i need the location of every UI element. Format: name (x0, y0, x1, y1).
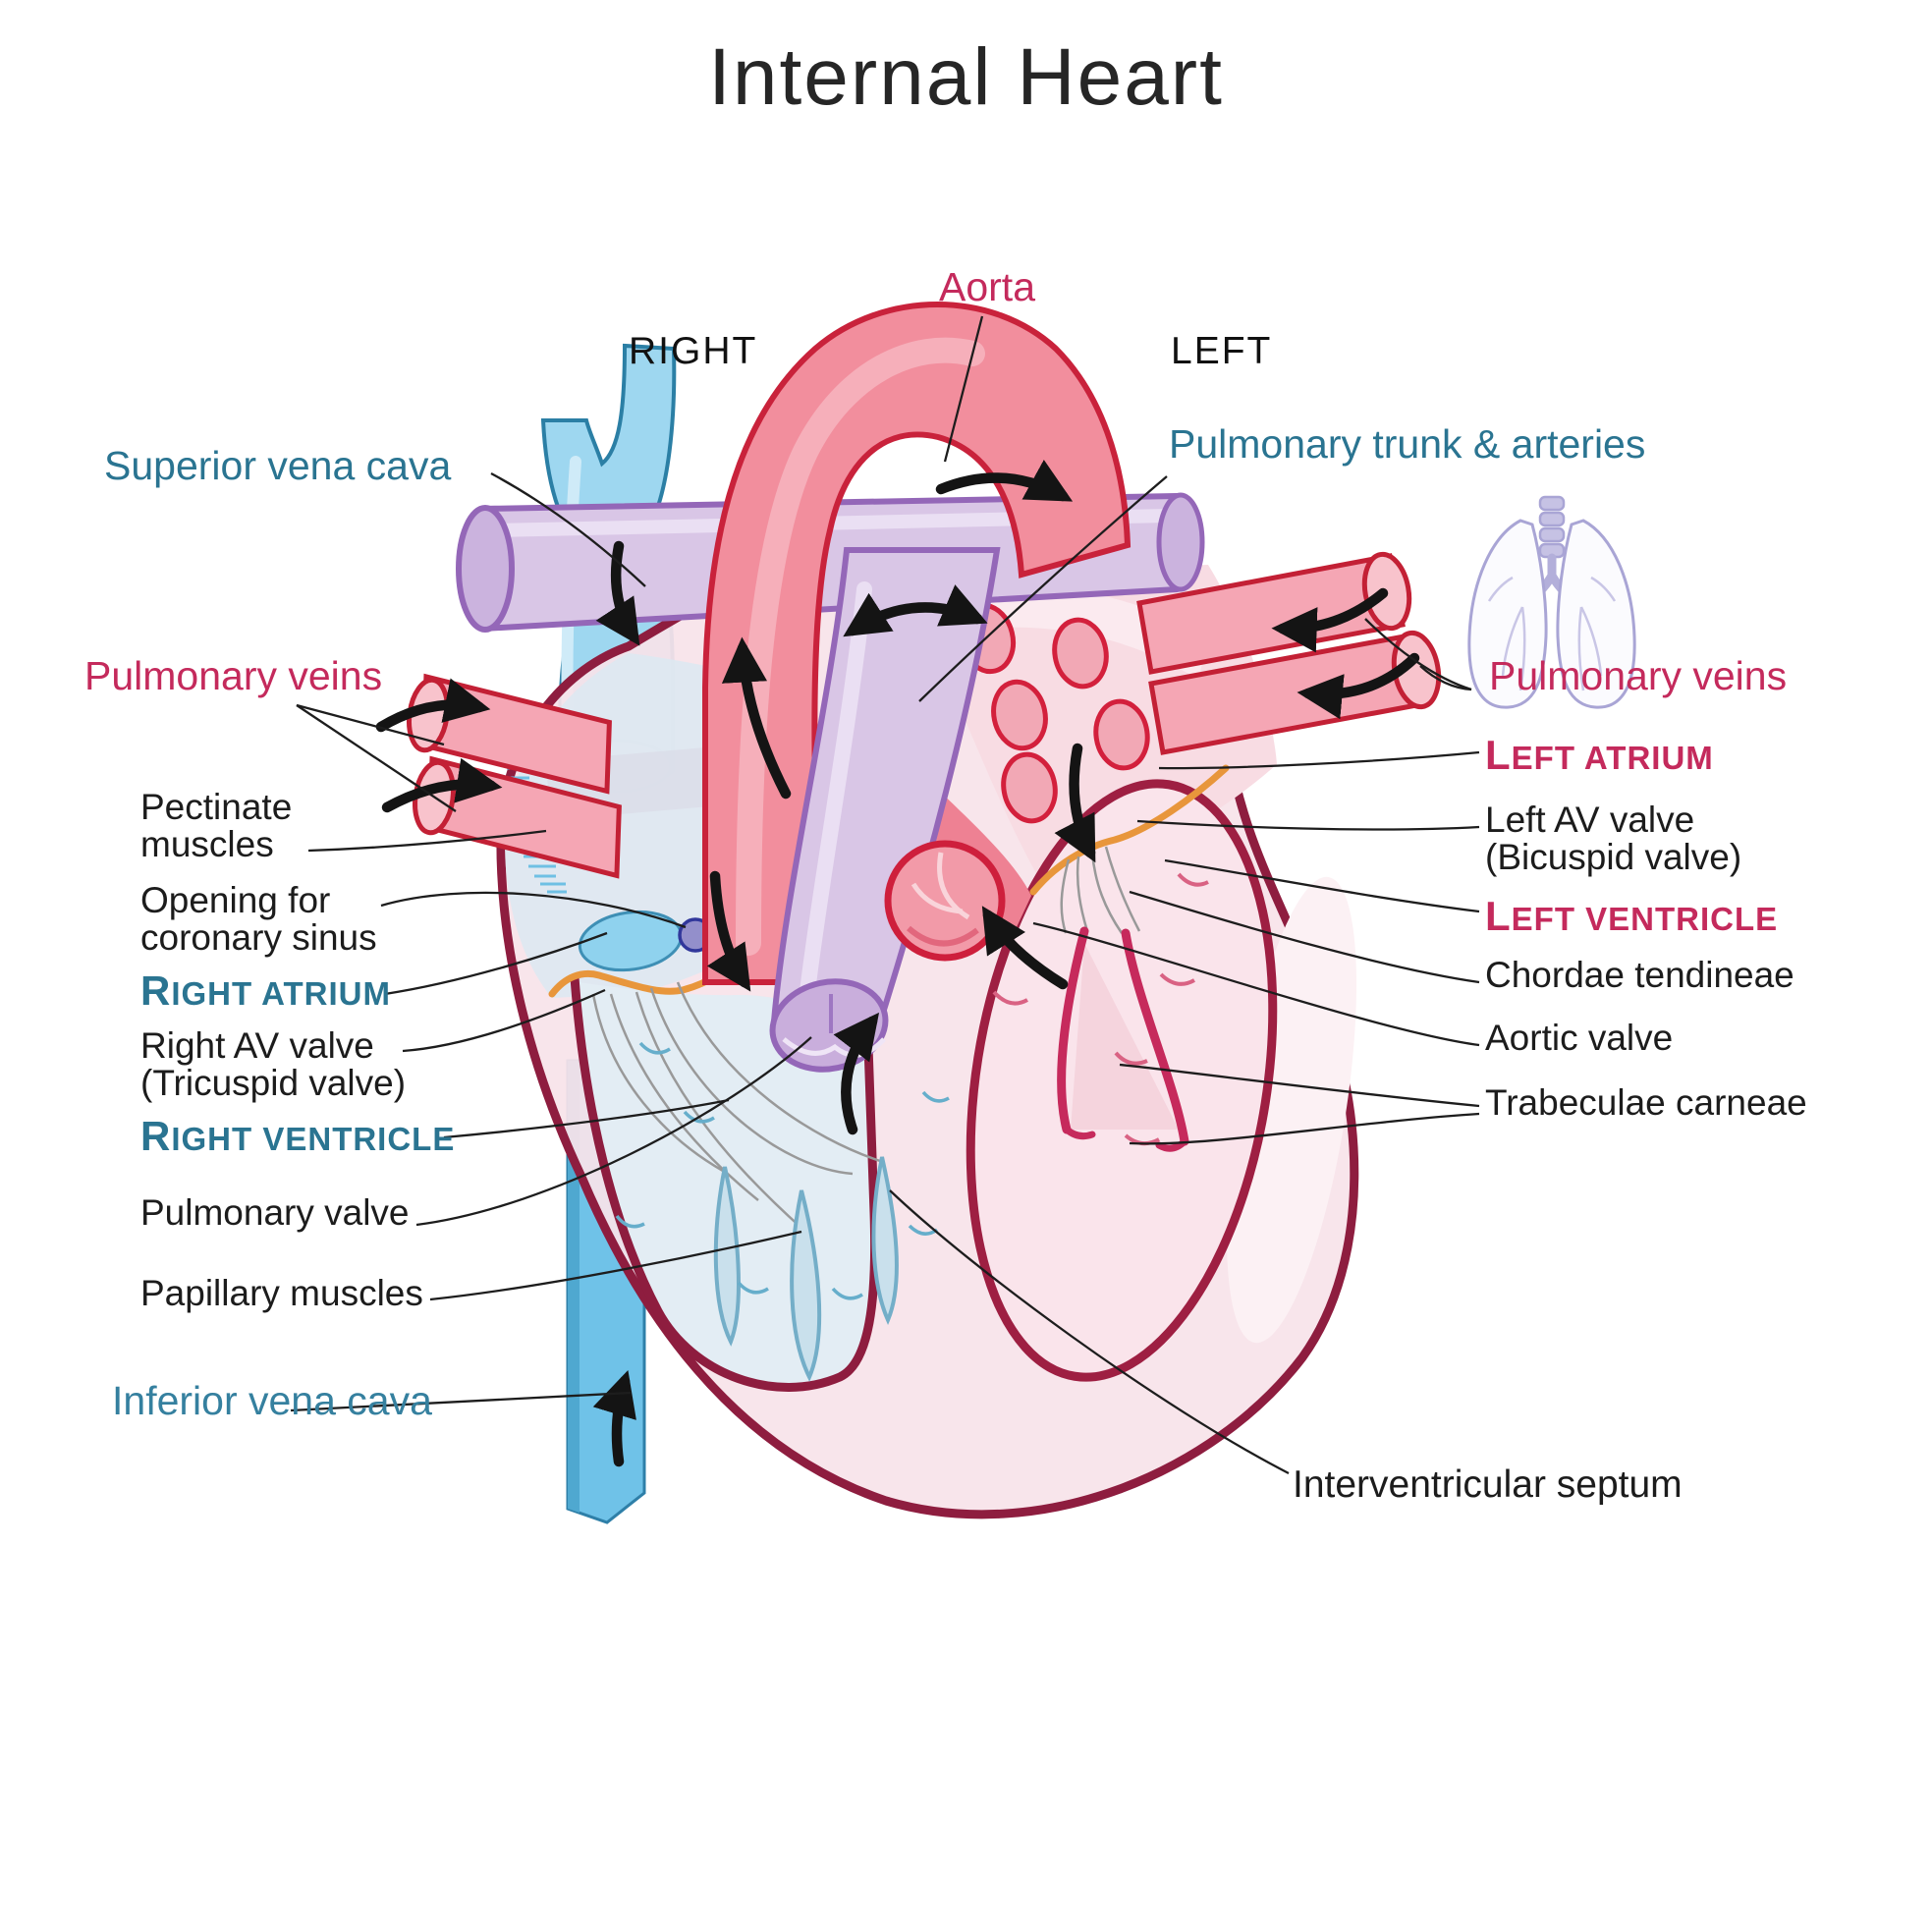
pulmonary-artery-cut-left (456, 505, 515, 633)
label-left-atrium: LEFT ATRIUM (1485, 732, 1714, 778)
leader-pulmonary-veins-left-2 (296, 704, 457, 812)
chordae-tendineae-lines (591, 846, 1141, 1231)
label-right-av-valve: Right AV valve (Tricuspid valve) (140, 1025, 407, 1103)
label-aortic-valve: Aortic valve (1485, 1018, 1674, 1058)
label-left-ventricle: LEFT VENTRICLE (1485, 893, 1779, 939)
label-right-ventricle: RIGHT VENTRICLE (140, 1113, 456, 1159)
flow-arrow-svc (595, 540, 640, 646)
leader-pulmonary-veins-right-2 (1419, 665, 1472, 691)
trabeculae-arcs-right (615, 1035, 950, 1300)
label-left-av-valve: Left AV valve (Bicuspid valve) (1485, 800, 1742, 877)
label-left-side: LEFT (1171, 330, 1273, 372)
leader-pectinate (307, 829, 547, 853)
label-aorta: Aorta (939, 264, 1035, 309)
leader-left-atrium (1158, 750, 1480, 770)
leader-right-av-valve (402, 988, 606, 1053)
leader-pulmonary-veins-right-1 (1364, 618, 1472, 691)
leader-trabeculae-1 (1119, 1063, 1480, 1108)
label-pulmonary-veins-right: Pulmonary veins (1489, 653, 1788, 698)
pulmonary-artery-cut-right (1156, 492, 1205, 592)
leader-coronary-sinus (380, 891, 687, 929)
flow-arrow-left-ventricle (981, 906, 1069, 990)
leader-superior-vena-cava (490, 471, 646, 587)
aortic-valve-circle (884, 840, 1006, 962)
leader-pulmonary-trunk (918, 475, 1168, 702)
leader-trabeculae-2 (1129, 1112, 1480, 1145)
bicuspid-valve-line (1029, 764, 1230, 896)
leader-lines (290, 315, 1480, 1475)
leader-chordae (1129, 890, 1480, 984)
trabeculae-arcs-left (978, 872, 1209, 1146)
flow-arrow-pulmonary-arteries (843, 584, 988, 637)
label-pulmonary-trunk: Pulmonary trunk & arteries (1169, 421, 1646, 467)
pulmonary-veins-right-shapes (1136, 551, 1442, 755)
flow-arrow-pulm-vein-left-lower (381, 757, 503, 813)
leader-papillary-muscles (429, 1230, 802, 1301)
flow-arrow-pulm-vein-right-lower (1297, 652, 1420, 720)
label-inferior-vena-cava: Inferior vena cava (112, 1378, 432, 1423)
flow-arrow-pulm-vein-right-upper (1271, 587, 1389, 653)
flow-arrow-right-ventricle (833, 1012, 880, 1135)
papillary-muscle-shapes-left (1057, 926, 1189, 1152)
leader-pulmonary-veins-left-1 (296, 703, 445, 746)
leader-inferior-vena-cava (290, 1391, 632, 1412)
flow-arrow-aortic-arch (935, 460, 1074, 502)
leader-right-ventricle (443, 1098, 730, 1139)
label-pulmonary-veins-left: Pulmonary veins (84, 653, 383, 698)
flow-arrow-ivc (592, 1369, 636, 1467)
label-right-side: RIGHT (629, 330, 758, 372)
label-trabeculae-carneae: Trabeculae carneae (1485, 1082, 1807, 1123)
lungs-icon (1467, 495, 1636, 709)
papillary-muscle-shapes-right (713, 1156, 899, 1382)
flow-arrow-pulm-vein-left-upper (375, 678, 491, 733)
label-pectinate-muscles: Pectinate muscles (140, 787, 293, 864)
blood-flow-arrows (375, 460, 1420, 1467)
leader-right-atrium (384, 931, 608, 996)
leader-left-av-valve (1136, 819, 1480, 831)
flow-arrow-left-atrium (1054, 743, 1096, 863)
label-chordae-tendineae: Chordae tendineae (1485, 955, 1794, 995)
label-right-atrium: RIGHT ATRIUM (140, 967, 391, 1014)
leader-left-ventricle (1164, 858, 1480, 913)
flow-arrow-right-atrium (706, 870, 751, 992)
label-interventricular-septum: Interventricular septum (1293, 1463, 1683, 1506)
label-coronary-sinus: Opening for coronary sinus (140, 880, 377, 958)
leader-aorta (943, 315, 984, 463)
leader-pulmonary-valve (415, 1036, 812, 1227)
flow-arrow-ascending-aorta (721, 636, 792, 800)
label-pulmonary-valve: Pulmonary valve (140, 1192, 410, 1233)
page-title: Internal Heart (708, 32, 1224, 122)
label-papillary-muscles: Papillary muscles (140, 1273, 423, 1313)
leader-septum (889, 1189, 1290, 1475)
leader-aortic-valve (1032, 921, 1480, 1047)
label-superior-vena-cava: Superior vena cava (104, 443, 452, 488)
